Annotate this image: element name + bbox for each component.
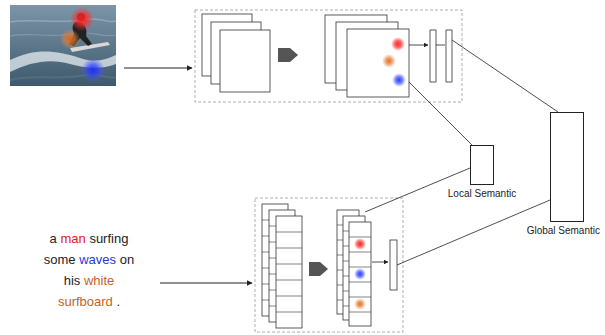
sentence-word: waves (79, 249, 116, 270)
semantic-vector (470, 145, 494, 185)
fc-layer (446, 30, 452, 82)
feature-map (220, 30, 270, 92)
caption-sentence: amansurfing somewaveson hiswhitesurfboard. (28, 228, 150, 312)
semantic-node: Local Semantic (470, 145, 494, 185)
sentence-word: man (60, 228, 85, 249)
word-dot (354, 298, 366, 310)
semantic-vector (550, 112, 584, 222)
word-column (276, 216, 302, 328)
sentence-word: some (44, 249, 76, 270)
global-line (452, 40, 558, 112)
sentence-word: a (50, 228, 57, 249)
feature-map (347, 29, 409, 97)
fc-layer (430, 30, 436, 82)
sentence-vector (390, 240, 397, 290)
attention-blob (70, 7, 94, 31)
sentence-word: surfboard (58, 291, 113, 312)
word-cells (276, 232, 302, 312)
word-column (349, 222, 371, 326)
input-arrow (124, 68, 192, 69)
region-dot (391, 37, 405, 51)
transform-arrow (309, 262, 328, 276)
sentence-word: . (116, 291, 120, 312)
sentence-word: surfing (89, 228, 128, 249)
attention-blob (81, 58, 105, 82)
region-dot (392, 73, 406, 87)
sea (10, 5, 116, 86)
region-dot (382, 54, 396, 68)
small-arrow (372, 262, 388, 263)
attention-blob (60, 29, 80, 49)
small-arrow (409, 45, 428, 46)
node-label: Local Semantic (448, 188, 516, 199)
sentence-word: his (64, 270, 81, 291)
wave-streak (10, 19, 116, 22)
photo (10, 5, 116, 86)
sentence-word: on (120, 249, 134, 270)
image-branch-box (195, 10, 462, 102)
node-label: Global Semantic (527, 225, 600, 236)
word-dot (354, 268, 366, 280)
local-line (409, 82, 472, 145)
input-arrow (160, 283, 252, 284)
word-dot (354, 238, 366, 250)
text-branch-box (255, 198, 403, 332)
word-cells (349, 237, 371, 312)
sentence-word: white (84, 270, 114, 291)
semantic-node: Global Semantic (550, 112, 584, 222)
transform-arrow (278, 48, 298, 62)
small-arrow (436, 45, 445, 46)
